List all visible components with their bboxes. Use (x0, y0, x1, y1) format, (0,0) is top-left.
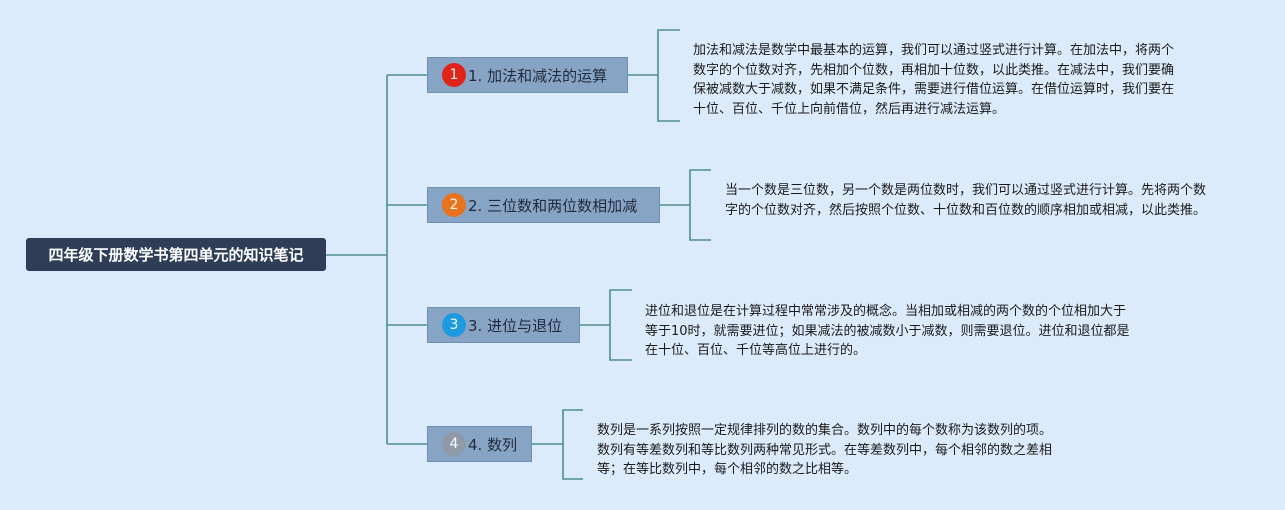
note-bracket-3 (609, 289, 632, 361)
number-badge-icon: 3 (442, 313, 466, 337)
branch-topic-1[interactable]: 1 1. 加法和减法的运算 (427, 57, 628, 93)
root-topic[interactable]: 四年级下册数学书第四单元的知识笔记 (26, 238, 326, 271)
root-topic-label: 四年级下册数学书第四单元的知识笔记 (48, 246, 304, 264)
branch-topic-label: 4. 数列 (468, 435, 518, 454)
note-text-4: 数列是一系列按照一定规律排列的数的集合。数列中的每个数称为该数列的项。数列有等差… (597, 423, 1053, 477)
note-text-3: 进位和退位是在计算过程中常常涉及的概念。当相加或相减的两个数的个位相加大于等于1… (645, 304, 1130, 358)
number-badge-icon: 2 (442, 193, 466, 217)
branch-topic-label: 3. 进位与退位 (468, 316, 563, 335)
note-text-2: 当一个数是三位数，另一个数是两位数时，我们可以通过竖式进行计算。先将两个数字的个… (725, 183, 1207, 218)
branch-topic-label: 1. 加法和减法的运算 (468, 66, 608, 85)
note-text-1: 加法和减法是数学中最基本的运算，我们可以通过竖式进行计算。在加法中，将两个数字的… (693, 43, 1175, 117)
number-badge-icon: 1 (442, 63, 466, 87)
note-bracket-2 (689, 169, 711, 241)
note-bracket-1 (657, 29, 680, 122)
number-badge-icon: 4 (442, 432, 466, 456)
branch-topic-3[interactable]: 3 3. 进位与退位 (427, 307, 580, 343)
branch-topic-label: 2. 三位数和两位数相加减 (468, 196, 638, 215)
branch-topic-4[interactable]: 4 4. 数列 (427, 426, 532, 462)
note-bracket-4 (562, 409, 583, 480)
branch-topic-2[interactable]: 2 2. 三位数和两位数相加减 (427, 187, 660, 223)
